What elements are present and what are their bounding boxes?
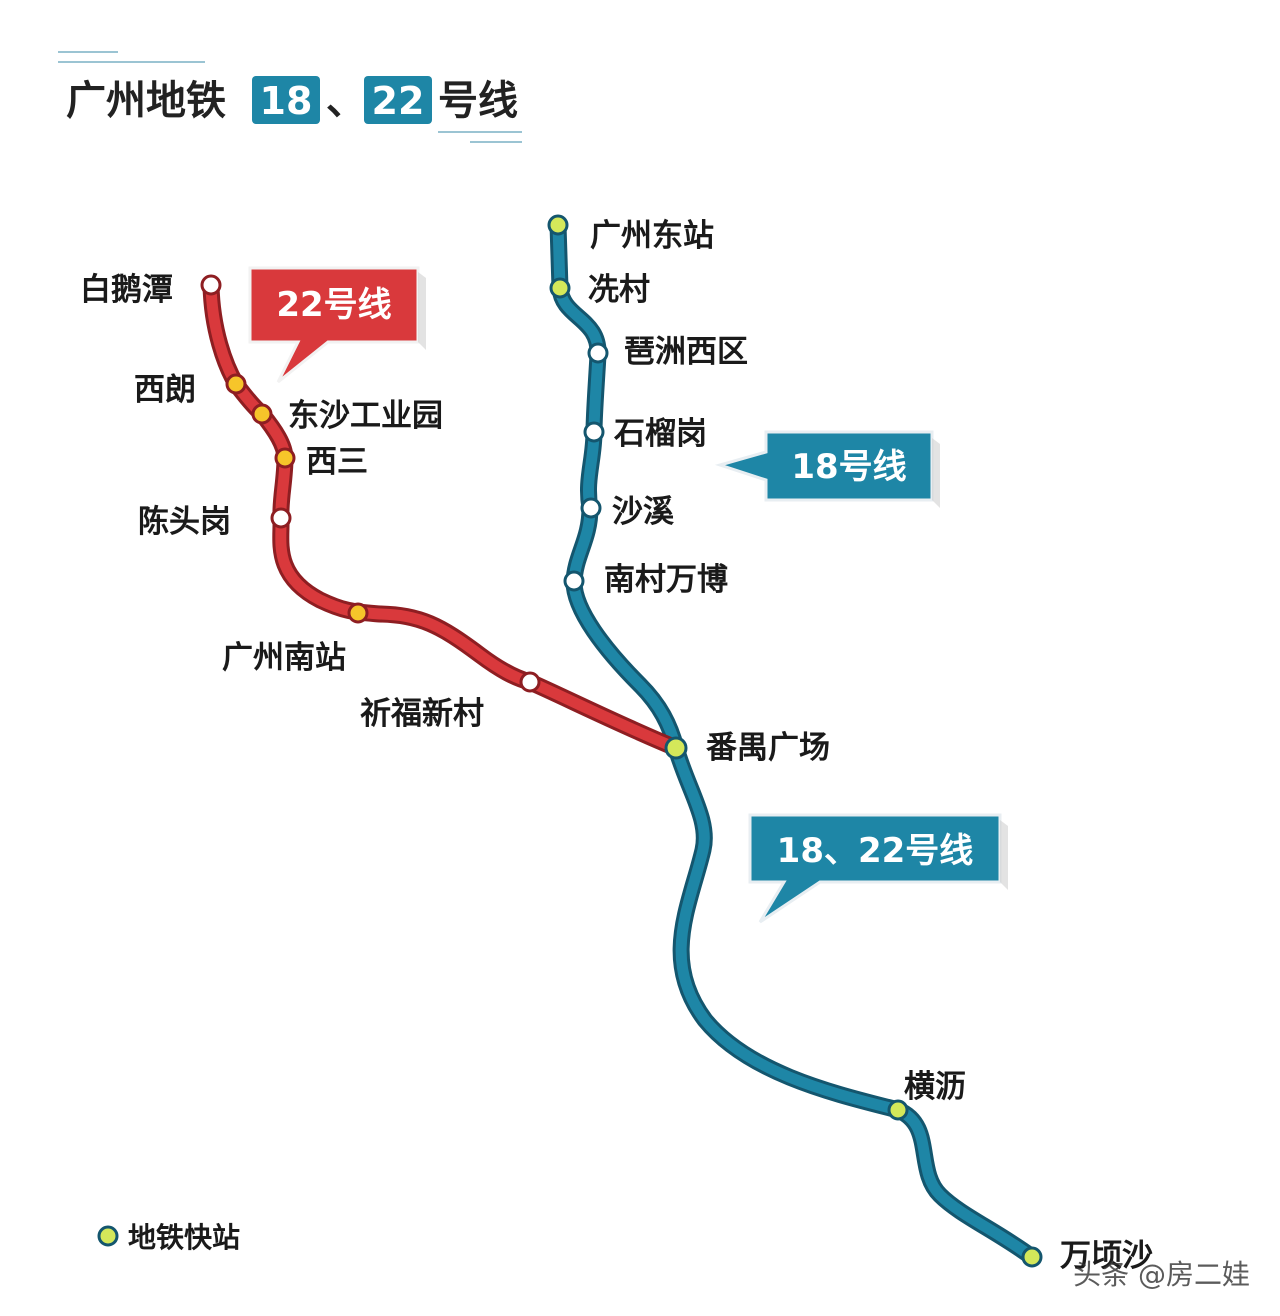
station-dot-dongsha-industrial-park[interactable]: [251, 403, 273, 425]
station-dot-shiliugang[interactable]: [583, 421, 605, 443]
watermark-text: 头条 @房二娃: [1073, 1258, 1250, 1291]
title-prefix: 广州地铁: [66, 77, 226, 124]
station-dot-panyu-square[interactable]: [664, 736, 688, 760]
station-label-panyu-square: 番禺广场: [706, 730, 830, 766]
express-station-dot-icon: [97, 1225, 119, 1247]
station-dot-hengli[interactable]: [887, 1099, 909, 1121]
title-badge-18-box: [252, 76, 320, 124]
title-suffix: 号线: [438, 77, 518, 124]
station-dot-baietan[interactable]: [200, 274, 222, 296]
callout-line-18: 18号线: [714, 430, 940, 508]
station-label-guangzhou-east: 广州东站: [590, 218, 714, 254]
station-label-guangzhou-south: 广州南站: [222, 640, 346, 676]
station-label-shiliugang: 石榴岗: [613, 416, 707, 452]
station-label-hengli: 横沥: [904, 1069, 966, 1105]
title-badge-18: 18: [260, 79, 313, 123]
station-dot-shaxi[interactable]: [580, 497, 602, 519]
station-dot-wanqingsha[interactable]: [1021, 1246, 1043, 1268]
callout-shared-line-label: 18、22号线: [777, 831, 974, 871]
station-dot-xilang[interactable]: [225, 373, 247, 395]
station-dot-xiancun[interactable]: [549, 277, 571, 299]
title-badge-22-box: [364, 76, 432, 124]
station-dot-chentougang[interactable]: [270, 507, 292, 529]
callout-shared-line-shadow: [1000, 820, 1008, 890]
station-label-xiancun: 冼村: [588, 272, 650, 308]
station-label-xilang: 西朗: [134, 372, 196, 408]
callout-line-18-shadow: [932, 438, 940, 508]
station-label-chentougang: 陈头岗: [138, 504, 231, 540]
line-18-stations: 广州东站 冼村 琶洲西区 石榴岗 沙溪 南村万博 横沥 万顷沙: [547, 214, 1153, 1274]
interchange-panyu-square: 番禺广场: [664, 730, 830, 766]
station-label-xisan: 西三: [306, 444, 368, 480]
station-label-qifu-xincun: 祈福新村: [360, 696, 484, 732]
station-dot-qifu-xincun[interactable]: [519, 671, 541, 693]
callout-line-22: 22号线: [248, 266, 426, 384]
callout-shared-line: 18、22号线: [748, 813, 1008, 924]
station-label-nancun-wanbo: 南村万博: [604, 562, 728, 598]
map-title: 广州地铁 18 、 22 号线: [58, 51, 522, 143]
station-dot-guangzhou-east[interactable]: [547, 214, 569, 236]
station-dot-nancun-wanbo[interactable]: [563, 570, 585, 592]
callout-line-22-label: 22号线: [276, 285, 391, 325]
station-dot-guangzhou-south[interactable]: [347, 602, 369, 624]
watermark: 头条 @房二娃: [1073, 1258, 1250, 1291]
title-separator: 、: [326, 77, 366, 124]
callout-line-18-label: 18号线: [791, 447, 906, 487]
station-label-shaxi: 沙溪: [612, 494, 675, 530]
station-label-dongsha-industrial-park: 东沙工业园: [288, 398, 443, 434]
callout-line-22-shadow: [418, 272, 426, 350]
station-label-wanqingsha: 万顷沙: [1060, 1238, 1153, 1274]
title-badge-22: 22: [372, 79, 425, 123]
legend-label: 地铁快站: [128, 1221, 240, 1254]
map-legend: 地铁快站: [97, 1221, 240, 1254]
station-dot-pazhou-west[interactable]: [587, 342, 609, 364]
station-label-baietan: 白鹅潭: [80, 272, 173, 308]
station-dot-xisan[interactable]: [274, 447, 296, 469]
station-label-pazhou-west: 琶洲西区: [624, 334, 748, 370]
line-22-stations: 白鹅潭 西朗 东沙工业园 西三 陈头岗 广州南站 祈福新村: [80, 272, 541, 732]
